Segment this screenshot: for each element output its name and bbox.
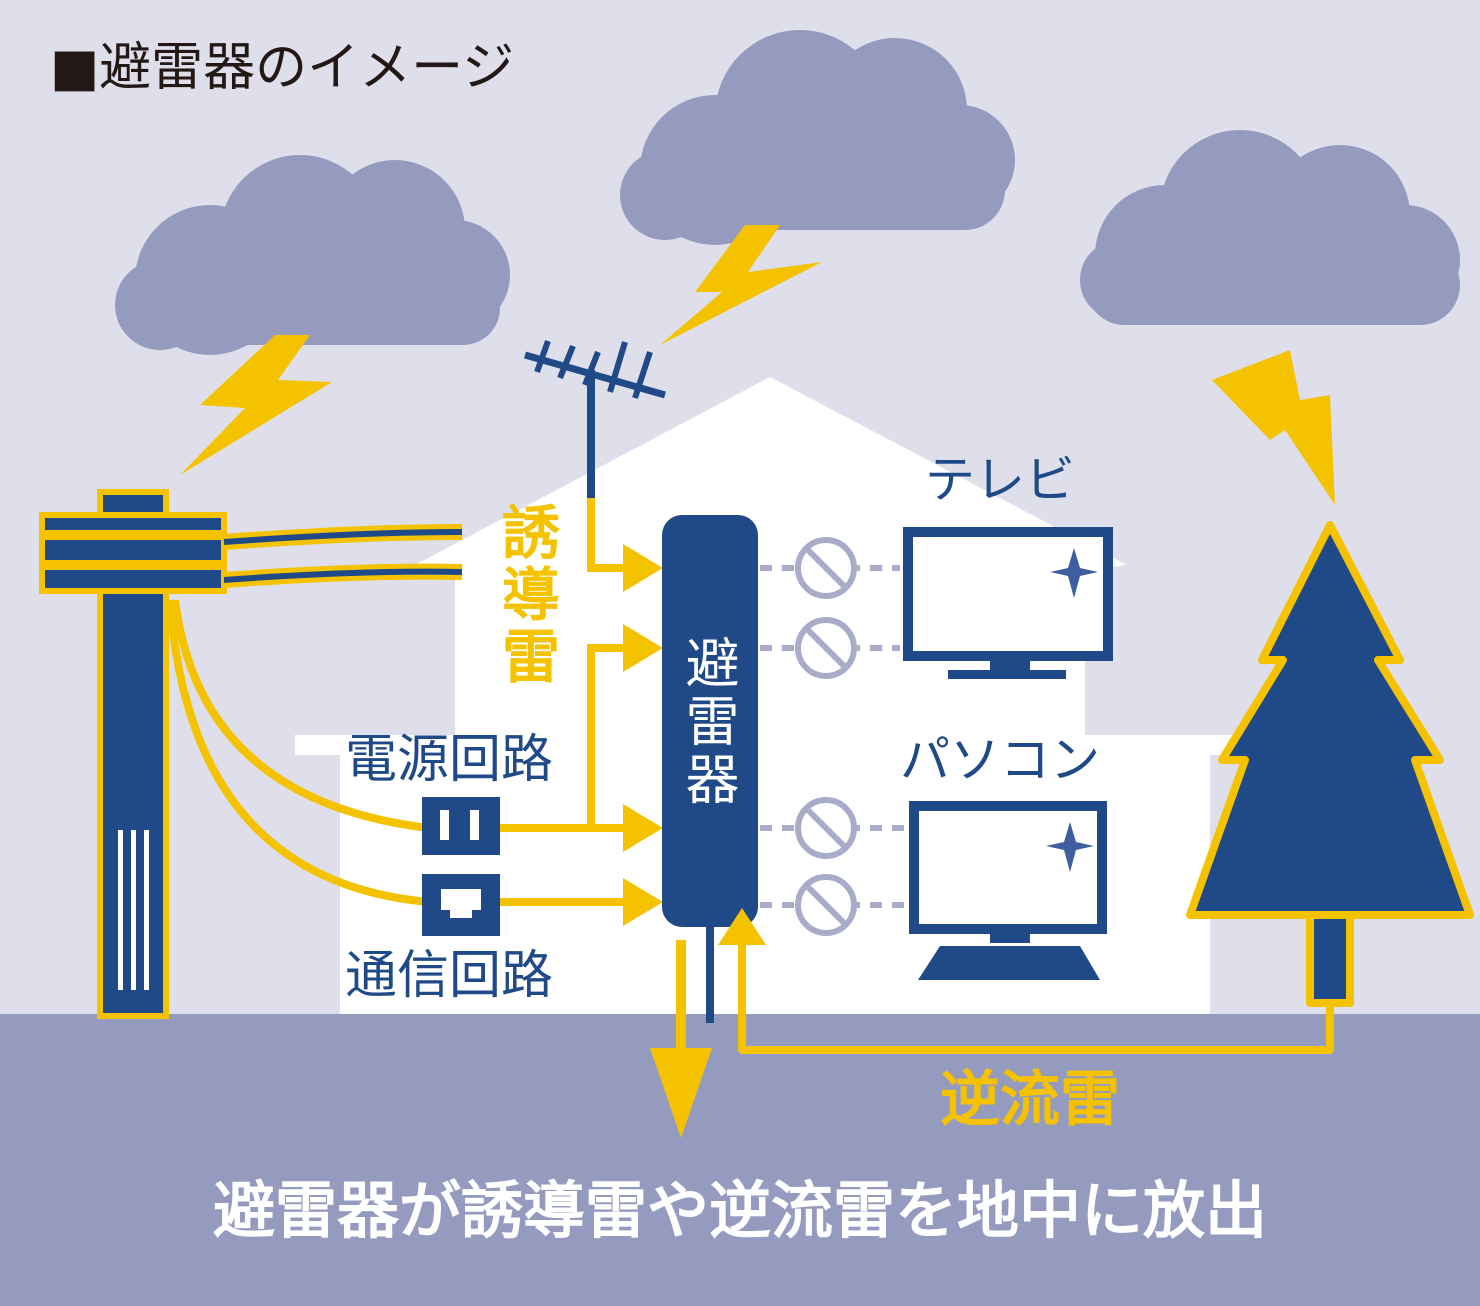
lightning-bolt-center [660, 225, 822, 345]
power-circuit-label: 電源回路 [345, 730, 554, 790]
block-icon-1 [795, 537, 857, 599]
block-icon-2 [795, 617, 857, 679]
pine-tree [1186, 521, 1474, 1007]
lightning-bolt-left [180, 335, 332, 475]
arrester-label: 避雷器 [676, 635, 739, 809]
cloud-center [620, 30, 1015, 245]
tv-label: テレビ [925, 451, 1075, 509]
tv-icon [903, 527, 1113, 679]
block-icon-3 [795, 797, 857, 859]
tv-antenna [524, 339, 666, 500]
page-title: ■避雷器のイメージ [50, 38, 515, 98]
cloud-left [115, 155, 510, 355]
comm-outlet [422, 874, 500, 936]
utility-pole [39, 489, 227, 1019]
cloud-right [1080, 130, 1460, 325]
pc-icon [909, 801, 1107, 980]
ground [0, 1014, 1480, 1306]
ground-wire [706, 925, 714, 1023]
power-lines [223, 524, 463, 588]
bottom-caption: 避雷器が誘導雷や逆流雷を地中に放出 [212, 1174, 1267, 1247]
induced-lightning-label: 誘導雷 [492, 502, 560, 688]
back-flow-path [718, 908, 1334, 1054]
pc-label: パソコン [900, 731, 1100, 789]
back-flow-lightning-label: 逆流雷 [940, 1065, 1120, 1135]
discharge-arrow [650, 940, 712, 1138]
comm-circuit-label: 通信回路 [345, 946, 554, 1006]
induced-lightning-paths [166, 498, 663, 926]
power-outlet [422, 797, 500, 855]
lightning-bolt-right [1212, 350, 1335, 505]
block-icon-4 [795, 874, 857, 936]
surge-arrester [662, 515, 758, 927]
